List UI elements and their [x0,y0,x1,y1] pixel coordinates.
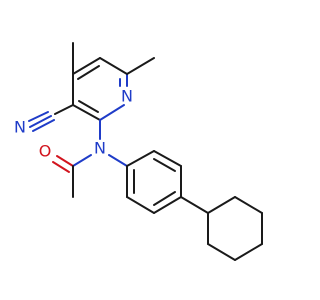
atom-label-carbonyl-o: O [39,142,52,161]
bond-nitrile-triple-2 [28,111,49,122]
bond-ring-n1-c2 [99,104,125,121]
atom-label-pyridine-n: N [121,87,133,106]
bond-ph-2-3 [153,150,182,167]
benzene-ring [126,150,182,214]
bond-ph-2-3-double [153,158,176,172]
bond-ph-5-6 [126,196,155,214]
bond-methyl-c6 [126,57,155,75]
structure-svg: N N N O [14,42,263,261]
bond-c3-nitrile-c [54,104,74,115]
bond-cy-4-5 [234,243,263,261]
bond-ph-4-5 [153,196,182,214]
bond-carbonyl-double-2 [52,161,70,173]
cyclohexyl-ring [207,196,263,261]
bond-ph-1-2 [126,150,155,167]
bond-amide-n-carbonyl-c [72,154,92,167]
bond-nitrile-triple-1 [29,115,52,128]
atom-label-nitrile-n: N [14,118,26,137]
bond-ring-c4-c5 [72,57,101,75]
bond-ring-c4-c5-double [77,65,100,80]
bond-nitrile-triple-3 [32,119,55,132]
bond-ph-4-5-double [153,191,176,206]
bond-ring-c2-c3-double [78,100,99,113]
molecule-diagram: N N N O [14,42,263,261]
atom-label-amide-n: N [94,139,106,158]
bond-ph-cyclohexyl [180,196,209,214]
bond-cy-5-6 [207,243,236,261]
bond-amide-n-phenyl [108,154,128,167]
pyridine-ring [72,57,128,121]
bond-ring-c2-c3 [72,104,101,121]
bond-ring-c5-c6 [99,57,128,75]
bond-carbonyl-double-1 [56,155,74,167]
bond-cy-2-3 [234,196,263,214]
bond-cy-1-2 [207,196,236,214]
